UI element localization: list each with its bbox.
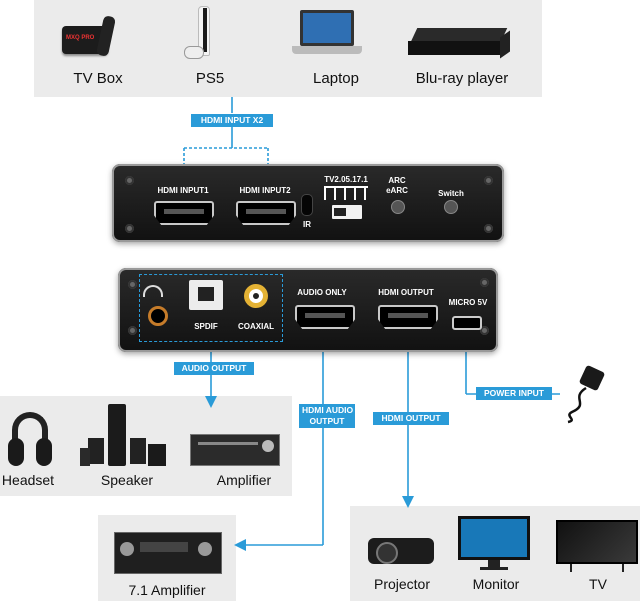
laptop-icon xyxy=(292,10,364,62)
earc-label: eARC xyxy=(386,186,408,195)
speaker-icon xyxy=(80,404,166,468)
audio-output-group xyxy=(139,274,283,342)
monitor-icon xyxy=(458,516,532,572)
tv-box-icon: MXQ PRO xyxy=(62,14,117,60)
power-adapter-icon xyxy=(560,364,610,424)
amplifier71-label: 7.1 Amplifier xyxy=(128,582,206,598)
switch-button[interactable] xyxy=(444,200,458,214)
headphone-icon xyxy=(143,285,163,297)
hdmi-input1-port xyxy=(154,201,214,225)
coaxial-port xyxy=(244,284,268,308)
bluray-player-icon xyxy=(408,28,512,64)
arc-button[interactable] xyxy=(391,200,405,214)
micro-usb-port xyxy=(452,316,482,330)
hdmi-output-label: HDMI OUTPUT xyxy=(378,288,434,297)
screw-icon xyxy=(484,224,493,233)
switch-label: Switch xyxy=(438,189,464,198)
ir-label: IR xyxy=(303,220,311,229)
amplifier-icon xyxy=(190,430,280,466)
screw-icon xyxy=(125,176,134,185)
audio-only-label: AUDIO ONLY xyxy=(297,288,347,297)
hdmi-output-port xyxy=(378,305,438,329)
headphone-jack xyxy=(148,306,168,326)
source-label-tvbox: TV Box xyxy=(73,70,123,87)
slide-switch[interactable] xyxy=(332,205,362,219)
projector-icon xyxy=(368,530,436,572)
ps5-icon xyxy=(184,6,224,64)
arc-label: ARC xyxy=(388,176,406,185)
screw-icon xyxy=(128,326,137,335)
micro5v-label: MICRO 5V xyxy=(448,298,488,307)
screw-icon xyxy=(480,278,489,287)
screw-icon xyxy=(484,176,493,185)
headset-icon xyxy=(8,412,52,468)
source-label-ps5: PS5 xyxy=(195,70,225,87)
hdmi-audio-output-tag: HDMI AUDIO OUTPUT xyxy=(299,404,355,428)
tv-box-brand: MXQ PRO xyxy=(66,35,95,41)
ir-receiver xyxy=(301,194,313,216)
screw-icon xyxy=(125,224,134,233)
audio-label-amplifier: Amplifier xyxy=(216,472,272,488)
tv-icon xyxy=(556,520,640,572)
input-tag: HDMI INPUT X2 xyxy=(191,114,273,127)
hdmi-audio-output-line2: OUTPUT xyxy=(309,416,345,426)
audio-only-hdmi-port xyxy=(295,305,355,329)
hdmi-input2-port xyxy=(236,201,296,225)
power-input-tag: POWER INPUT xyxy=(476,387,552,400)
hdmi1-label: HDMI INPUT1 xyxy=(157,186,209,195)
screw-icon xyxy=(128,280,137,289)
tv-version-label: TV2.05.17.1 xyxy=(324,175,368,184)
dip-switch-icon xyxy=(324,186,368,200)
display-label-monitor: Monitor xyxy=(472,576,520,592)
screw-icon xyxy=(480,326,489,335)
display-label-projector: Projector xyxy=(373,576,431,592)
spdif-label: SPDIF xyxy=(194,322,218,331)
hdmi2-label: HDMI INPUT2 xyxy=(239,186,291,195)
coaxial-label: COAXIAL xyxy=(238,322,274,331)
audio-label-speaker: Speaker xyxy=(100,472,154,488)
audio-output-tag: AUDIO OUTPUT xyxy=(174,362,254,375)
hdmi-output-tag: HDMI OUTPUT xyxy=(373,412,449,425)
spdif-port xyxy=(189,280,223,310)
source-label-laptop: Laptop xyxy=(313,70,359,87)
source-label-bluray: Blu-ray player xyxy=(415,70,509,87)
amplifier71-icon xyxy=(114,532,222,578)
audio-label-headset: Headset xyxy=(1,472,55,488)
display-label-tv: TV xyxy=(589,576,607,592)
hdmi-audio-output-line1: HDMI AUDIO xyxy=(302,405,354,415)
